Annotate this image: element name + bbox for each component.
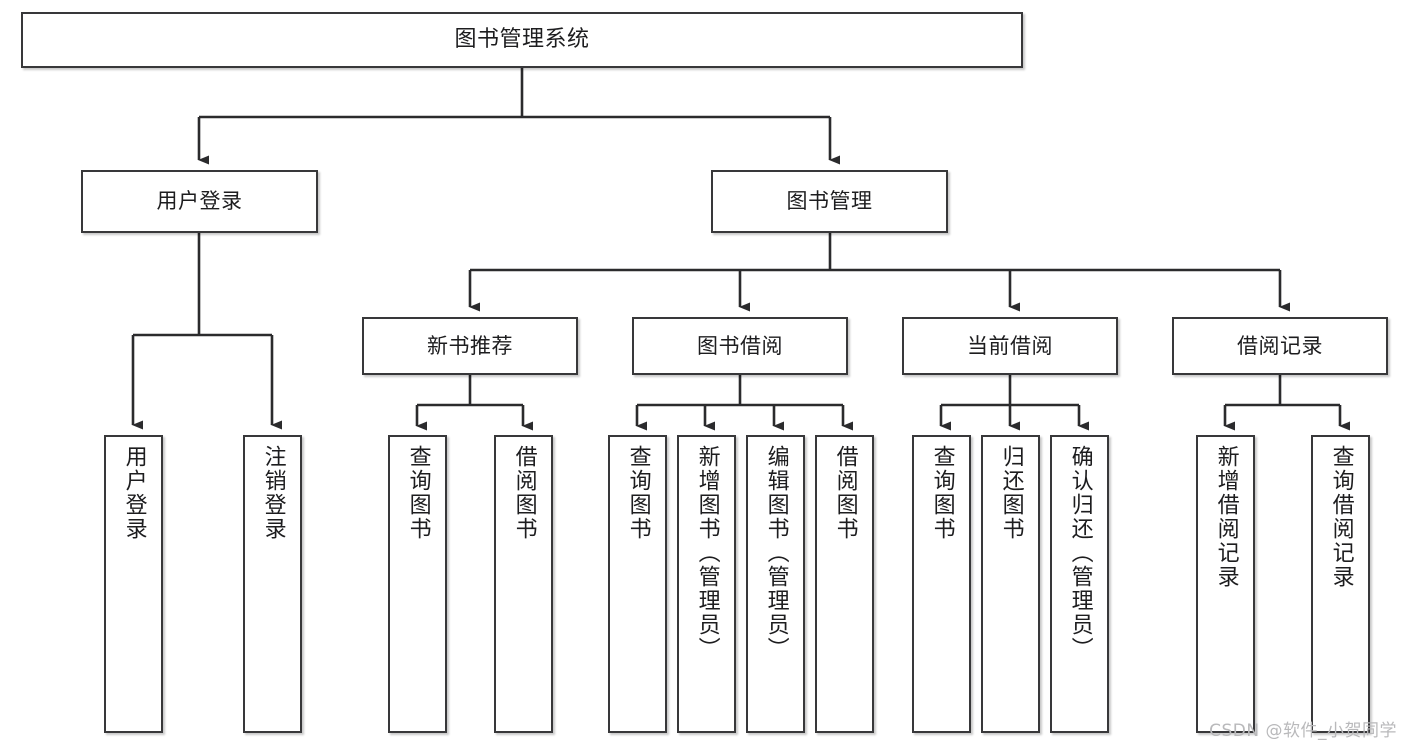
- leaf-current-borrow-confirm-return-admin[interactable]: 确认归还（管理员）: [1050, 435, 1109, 733]
- leaf-book-borrow-add-book-admin[interactable]: 新增图书（管理员）: [677, 435, 736, 733]
- node-borrow-record[interactable]: 借阅记录: [1172, 317, 1388, 375]
- node-label: 确认归还（管理员）: [1067, 445, 1093, 661]
- node-label: 新书推荐: [427, 333, 513, 358]
- node-label: 新增借阅记录: [1213, 445, 1239, 589]
- leaf-borrow-record-query-record[interactable]: 查询借阅记录: [1311, 435, 1370, 733]
- node-label: 用户登录: [156, 189, 243, 214]
- node-book-borrow[interactable]: 图书借阅: [632, 317, 848, 375]
- leaf-user-login-logout[interactable]: 注销登录: [243, 435, 302, 733]
- leaf-borrow-record-add-record[interactable]: 新增借阅记录: [1196, 435, 1255, 733]
- node-label: 当前借阅: [967, 333, 1053, 358]
- node-label: 查询图书: [929, 445, 955, 541]
- leaf-current-borrow-query-books[interactable]: 查询图书: [912, 435, 971, 733]
- leaf-current-borrow-return-books[interactable]: 归还图书: [981, 435, 1040, 733]
- node-label: 查询图书: [625, 445, 651, 541]
- leaf-book-borrow-query-books[interactable]: 查询图书: [608, 435, 667, 733]
- node-label: 借阅图书: [832, 445, 858, 541]
- leaf-book-borrow-borrow-books[interactable]: 借阅图书: [815, 435, 874, 733]
- leaf-book-borrow-edit-book-admin[interactable]: 编辑图书（管理员）: [746, 435, 805, 733]
- node-label: 图书管理系统: [454, 27, 590, 53]
- leaf-new-book-query-books[interactable]: 查询图书: [388, 435, 447, 733]
- node-label: 查询借阅记录: [1328, 445, 1354, 589]
- node-label: 新增图书（管理员）: [694, 445, 720, 661]
- node-book-management[interactable]: 图书管理: [711, 170, 948, 233]
- node-label: 查询图书: [405, 445, 431, 541]
- node-label: 编辑图书（管理员）: [763, 445, 789, 661]
- node-root-book-management-system[interactable]: 图书管理系统: [21, 12, 1023, 68]
- node-user-login[interactable]: 用户登录: [81, 170, 318, 233]
- node-label: 注销登录: [260, 445, 286, 541]
- node-label: 图书借阅: [697, 333, 783, 358]
- node-label: 用户登录: [121, 445, 147, 541]
- node-label: 借阅记录: [1237, 333, 1323, 358]
- node-label: 图书管理: [786, 189, 873, 214]
- node-new-book-recommend[interactable]: 新书推荐: [362, 317, 578, 375]
- leaf-user-login-login[interactable]: 用户登录: [104, 435, 163, 733]
- leaf-new-book-borrow-books[interactable]: 借阅图书: [494, 435, 553, 733]
- node-label: 归还图书: [998, 445, 1024, 541]
- watermark-csdn: CSDN @软件_小贺同学: [1209, 721, 1397, 741]
- node-current-borrow[interactable]: 当前借阅: [902, 317, 1118, 375]
- node-label: 借阅图书: [511, 445, 537, 541]
